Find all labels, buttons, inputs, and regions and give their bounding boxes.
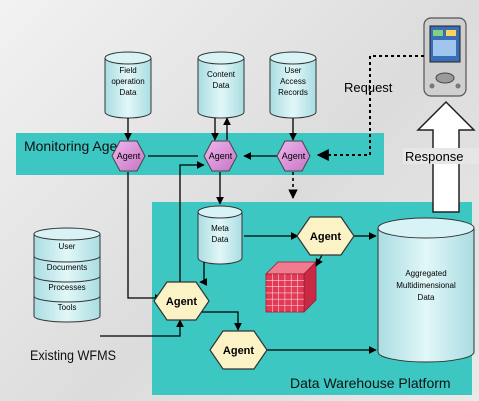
response-flow: Response: [403, 100, 479, 213]
monitoring-label-line1: Monitoring Agents: [24, 138, 136, 154]
wfms-item: Processes: [48, 283, 85, 292]
db-label-line: Aggregated: [405, 269, 446, 278]
agent-label: Agent: [117, 151, 141, 161]
request-flow: Request: [316, 55, 424, 161]
agent-label: Agent: [282, 151, 306, 161]
monitoring-agent-middle: Agent: [203, 140, 238, 172]
wfms-item: Documents: [47, 263, 87, 272]
db-label-line: Data: [212, 235, 229, 244]
pda-device-icon: [423, 17, 467, 97]
db-label-line: Data: [120, 88, 137, 97]
aggregated-database: Aggregated Multidimensional Data: [377, 217, 475, 363]
db-label-line: Data: [213, 81, 230, 90]
db-label-line: operation: [111, 77, 144, 86]
db-label-line: Records: [278, 88, 308, 97]
data-cube-icon: [265, 261, 317, 313]
db-label-line: Access: [280, 77, 306, 86]
user-access-database: User Access Records: [269, 51, 317, 119]
db-label-line: User: [285, 66, 302, 75]
existing-wfms-label: Existing WFMS: [30, 347, 116, 363]
db-label-line: Content: [207, 70, 236, 79]
wfms-stack: User Documents Processes Tools: [33, 227, 101, 323]
db-label-line: Field: [119, 66, 136, 75]
content-database: Content Data: [197, 51, 245, 119]
wfms-item: Tools: [58, 303, 77, 312]
request-label: Request: [344, 80, 393, 95]
db-label-line: Multidimensional: [396, 281, 456, 290]
db-label-line: Meta: [211, 224, 229, 233]
agent-label: Agent: [166, 296, 198, 308]
agent-lower: Agent: [209, 330, 268, 370]
response-label: Response: [405, 149, 464, 164]
db-label-line: Data: [418, 293, 435, 302]
wfms-item: User: [59, 242, 76, 251]
monitoring-agent-right: Agent: [276, 140, 311, 172]
agent-label: Agent: [223, 345, 255, 357]
field-operation-database: Field operation Data: [104, 51, 152, 119]
agent-label: Agent: [310, 231, 342, 243]
agent-central: Agent: [153, 281, 210, 321]
warehouse-label: Data Warehouse Platform: [290, 375, 451, 391]
meta-database: Meta Data: [197, 205, 243, 265]
agent-top: Agent: [296, 216, 355, 256]
agent-label: Agent: [209, 151, 233, 161]
monitoring-agent-left: Agent: [111, 140, 146, 172]
